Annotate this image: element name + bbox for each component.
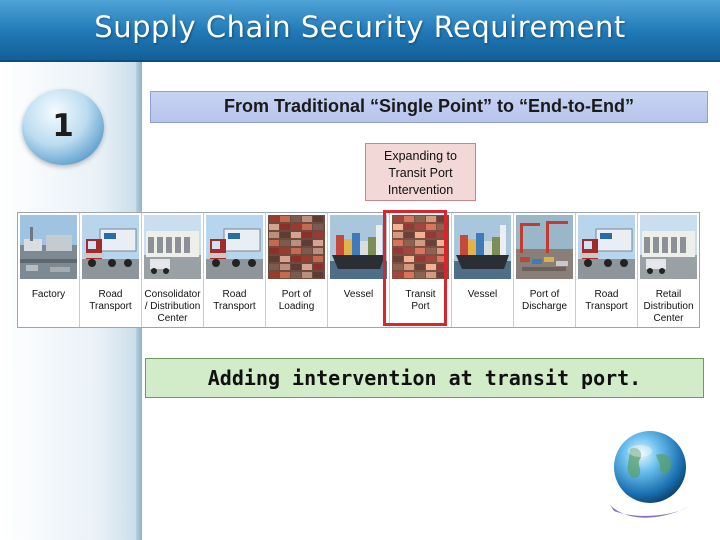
- warehouse-photo-icon: [144, 215, 201, 279]
- chain-step: Factory: [18, 213, 79, 327]
- truck-photo-icon: [206, 215, 263, 279]
- subtitle-box: From Traditional “Single Point” to “End-…: [150, 91, 708, 123]
- chain-step-label: Retail Distribution Center: [638, 289, 699, 325]
- chain-step: Port of Discharge: [514, 213, 575, 327]
- factory-photo-icon: [20, 215, 77, 279]
- chain-step-label: Factory: [18, 289, 79, 301]
- chain-step-label: Road Transport: [576, 289, 637, 313]
- chain-step: Vessel: [452, 213, 513, 327]
- slide-title: Supply Chain Security Requirement: [0, 10, 720, 44]
- transit-callout-text: Expanding to Transit Port Intervention: [366, 148, 475, 199]
- chain-step-label: Port of Discharge: [514, 289, 575, 313]
- result-text: Adding intervention at transit port.: [146, 366, 703, 390]
- chain-step: Road Transport: [80, 213, 141, 327]
- chain-step-label: Port of Loading: [266, 289, 327, 313]
- globe-icon: [600, 425, 698, 523]
- chain-step-label: Consolidator / Distribution Center: [142, 289, 203, 325]
- chain-step-label: Vessel: [328, 289, 389, 301]
- title-bar: Supply Chain Security Requirement: [0, 0, 720, 62]
- chain-step: Consolidator / Distribution Center: [142, 213, 203, 327]
- chain-step-label: Road Transport: [204, 289, 265, 313]
- result-box: Adding intervention at transit port.: [145, 358, 704, 398]
- container-yard-photo-icon: [268, 215, 325, 279]
- warehouse-photo-icon: [640, 215, 697, 279]
- truck-photo-icon: [82, 215, 139, 279]
- chain-step: Road Transport: [204, 213, 265, 327]
- chain-step: Vessel: [328, 213, 389, 327]
- ship-photo-icon: [330, 215, 387, 279]
- chain-step: Port of Loading: [266, 213, 327, 327]
- chain-step-label: Vessel: [452, 289, 513, 301]
- transit-port-highlight: [383, 210, 447, 326]
- transit-callout-box: Expanding to Transit Port Intervention: [365, 143, 476, 201]
- chain-step-label: Road Transport: [80, 289, 141, 313]
- chain-step: Road Transport: [576, 213, 637, 327]
- subtitle: From Traditional “Single Point” to “End-…: [151, 96, 707, 117]
- truck-photo-icon: [578, 215, 635, 279]
- chain-step: Retail Distribution Center: [638, 213, 699, 327]
- port-cranes-photo-icon: [516, 215, 573, 279]
- step-number: 1: [22, 108, 104, 144]
- ship-photo-icon: [454, 215, 511, 279]
